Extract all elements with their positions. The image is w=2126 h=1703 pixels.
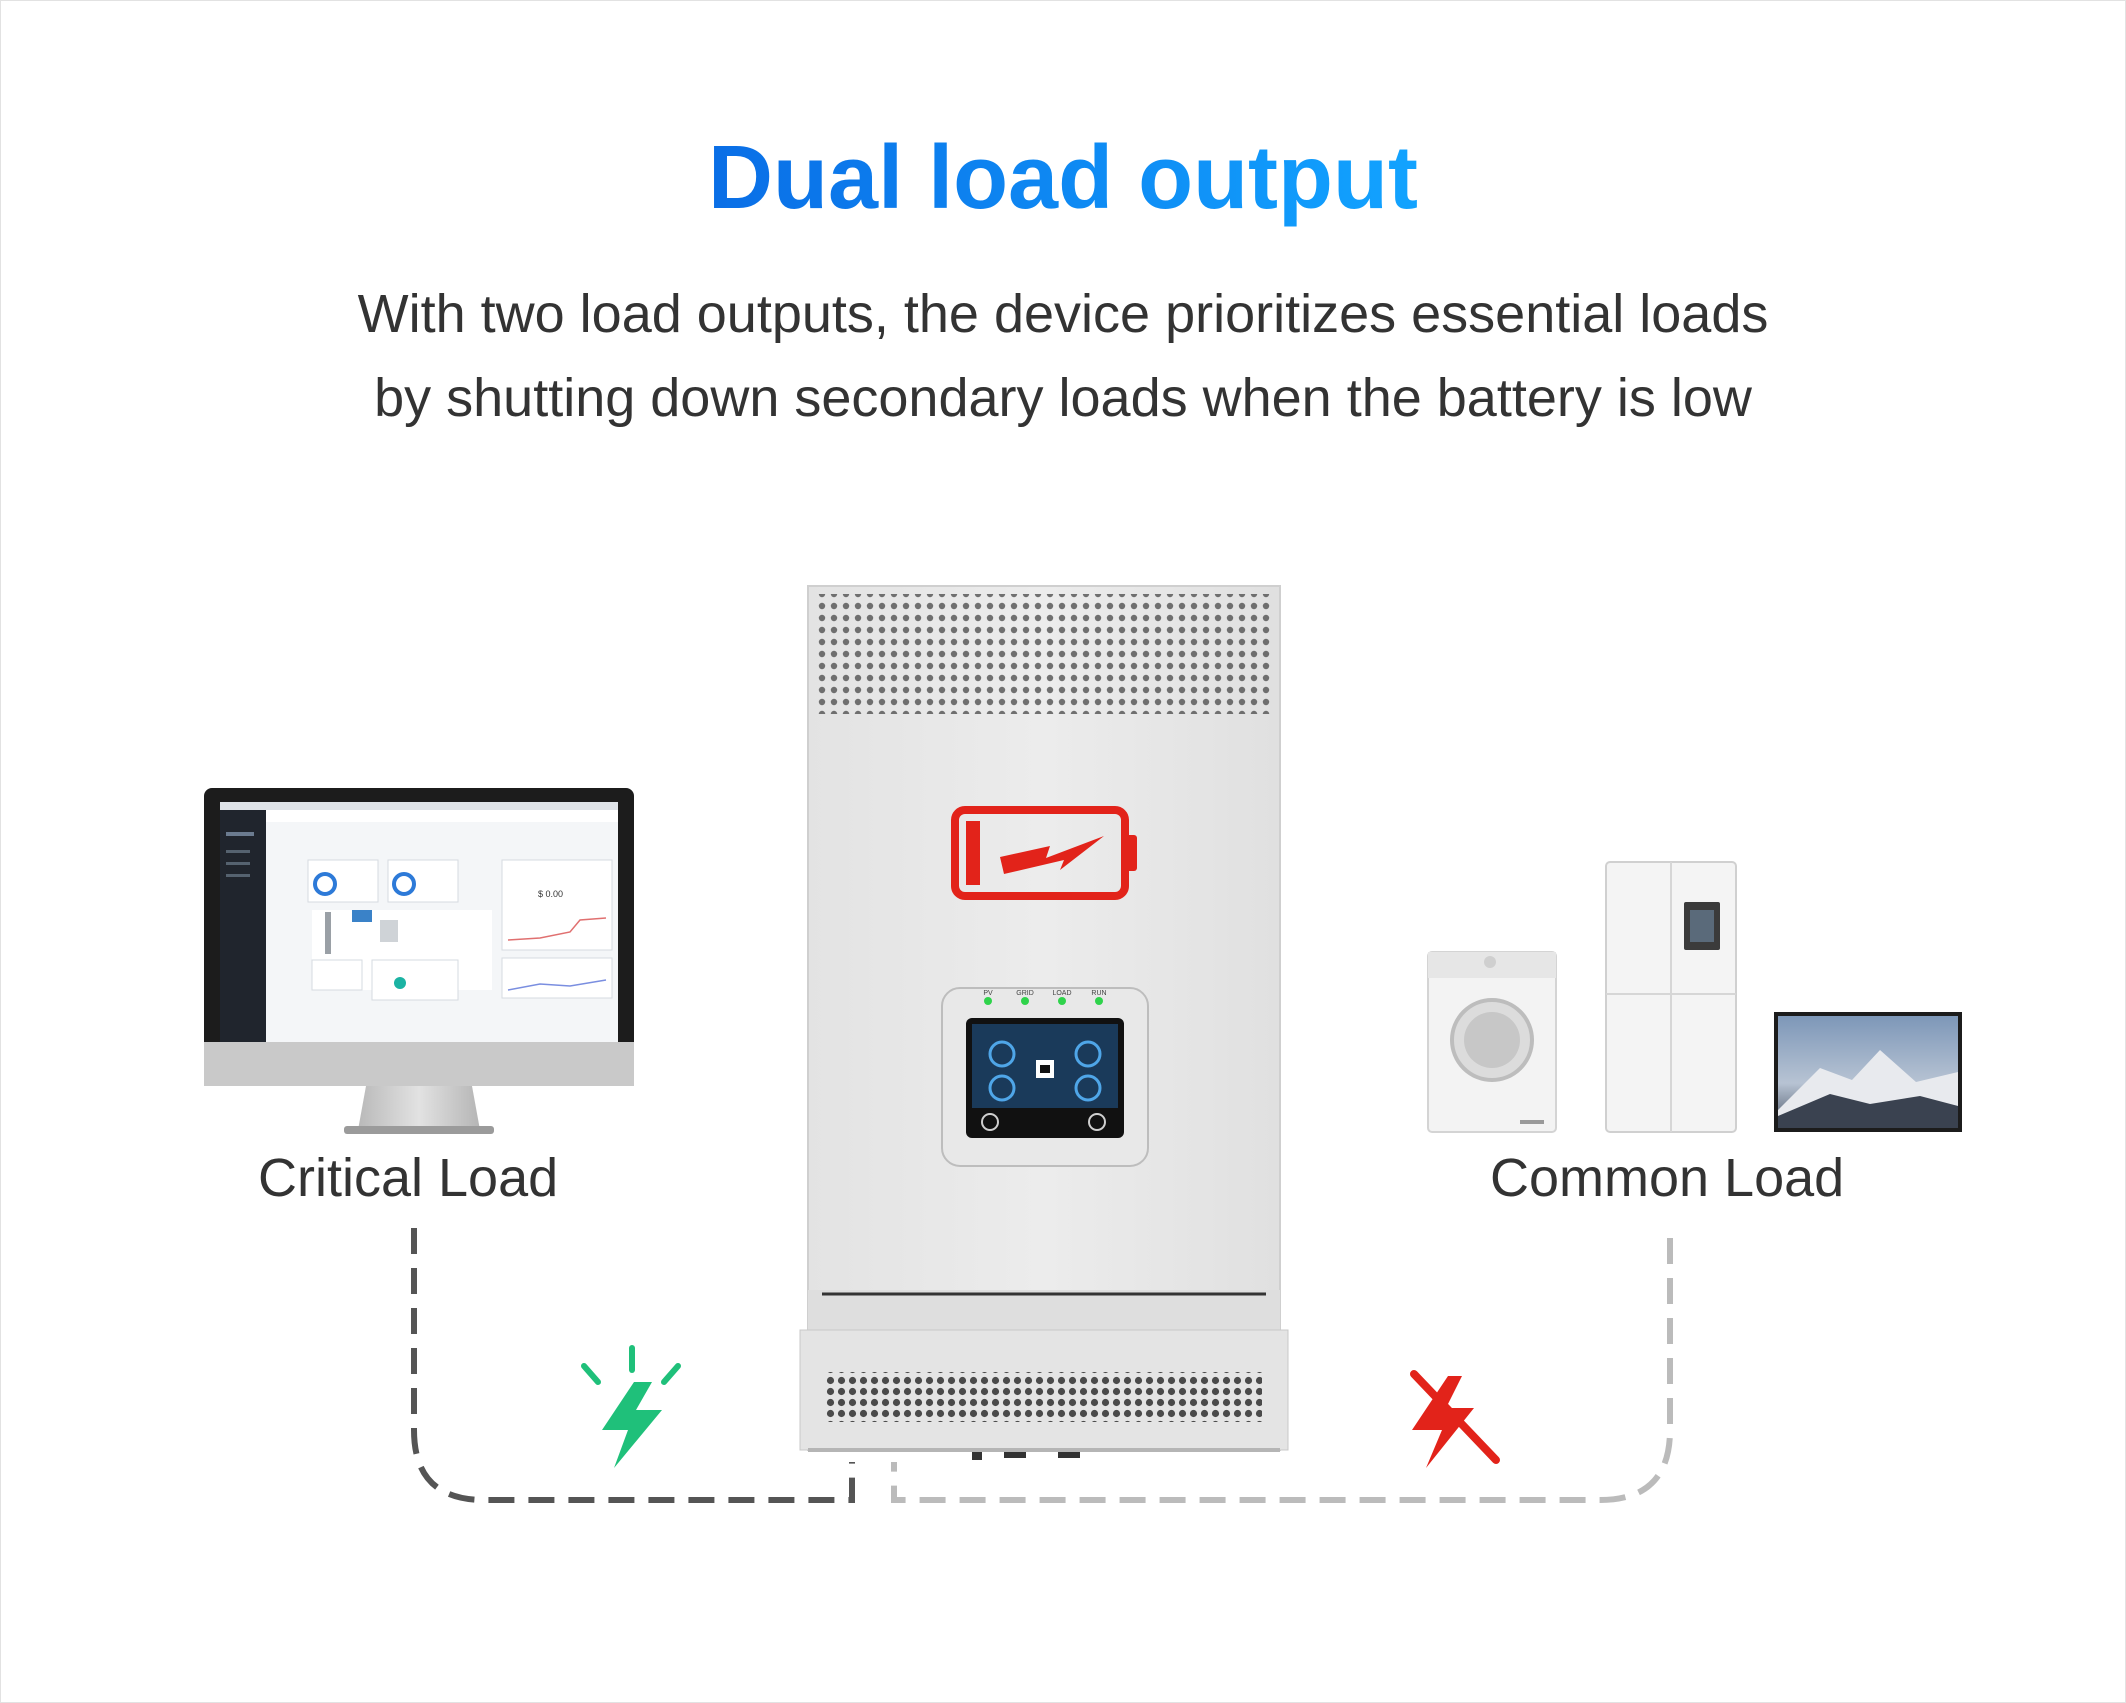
monitor-icon: $ 0.00	[204, 788, 634, 1134]
control-panel	[941, 987, 1149, 1167]
battery-low-icon	[951, 806, 1137, 900]
led-label-run: RUN	[1091, 990, 1106, 997]
power-cut-icon	[1410, 1370, 1500, 1468]
led-grid	[1021, 997, 1029, 1005]
back-button-icon	[981, 1113, 999, 1131]
power-on-icon	[581, 1345, 681, 1468]
common-load-line	[891, 1238, 1673, 1503]
led-label-load: LOAD	[1052, 990, 1071, 997]
inverter-device	[799, 585, 1289, 1460]
tv-icon	[1774, 1012, 1962, 1132]
washing-machine-icon	[1427, 951, 1557, 1133]
critical-load-label: Critical Load	[258, 1148, 559, 1208]
subtitle-line-1: With two load outputs, the device priori…	[357, 284, 1769, 344]
svg-text:$ 0.00: $ 0.00	[538, 889, 563, 899]
critical-load-line	[411, 1228, 855, 1503]
led-pv	[984, 997, 992, 1005]
subtitle-line-2: by shutting down secondary loads when th…	[374, 368, 1752, 428]
led-run	[1095, 997, 1103, 1005]
refrigerator-icon	[1605, 861, 1737, 1133]
led-load	[1058, 997, 1066, 1005]
page-title: Dual load output	[708, 128, 1418, 228]
led-label-grid: GRID	[1016, 990, 1034, 997]
common-load-label: Common Load	[1490, 1148, 1845, 1208]
power-button-icon	[1088, 1113, 1106, 1131]
led-label-pv: PV	[983, 990, 993, 997]
